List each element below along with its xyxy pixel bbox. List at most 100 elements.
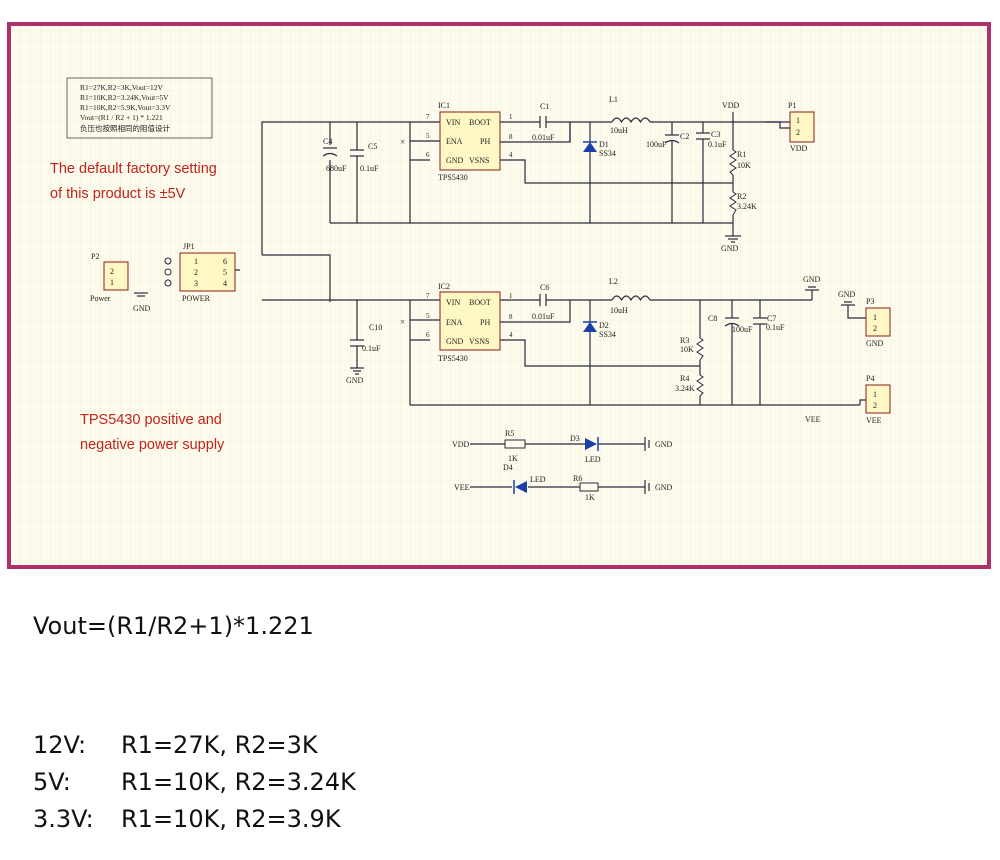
svg-text:10K: 10K [737,161,751,170]
svg-text:GND: GND [866,339,884,348]
svg-text:VDD: VDD [722,101,740,110]
diode-d2-symbol [583,322,597,332]
svg-text:6: 6 [223,257,227,266]
ic2-pin-number: 1 [509,292,513,300]
ic1-ref: IC1 [438,101,450,110]
svg-text:680uF: 680uF [326,164,347,173]
ic2-pin-vin: VIN [446,298,460,307]
ground-icon [134,235,855,494]
resistor-symbols [504,149,737,492]
svg-text:R4: R4 [680,374,689,383]
ic1-pin-vin: VIN [446,118,460,127]
note-line: 负压也按照相同的阻值设计 [80,123,170,133]
frame-border [7,22,991,569]
connector-p1: P1 1 2 VDD [788,101,815,153]
svg-text:5: 5 [223,268,227,277]
ic2-pin-ena: ENA [446,318,463,327]
svg-text:0.1uF: 0.1uF [708,140,727,149]
svg-text:GND: GND [346,376,364,385]
svg-text:2: 2 [873,401,877,410]
svg-text:P1: P1 [788,101,796,110]
svg-text:C4: C4 [323,137,332,146]
diode-d1-symbol [583,142,597,152]
svg-text:SS34: SS34 [599,330,616,339]
schematic-frame: R1=27K,R2=3K,Vout=12V R1=10K,R2=3.24K,Vo… [7,22,991,569]
svg-text:3.24K: 3.24K [737,202,757,211]
svg-text:R1: R1 [737,150,746,159]
svg-text:D1: D1 [599,140,609,149]
ic1-pin-boot: BOOT [469,118,491,127]
ic2-pin-gnd: GND [446,337,464,346]
svg-text:R3: R3 [680,336,689,345]
svg-text:R2: R2 [737,192,746,201]
ic1-pin-number: 1 [509,113,513,121]
ic2-ref: IC2 [438,282,450,291]
svg-text:0.01uF: 0.01uF [532,133,555,142]
svg-text:100uF: 100uF [646,140,667,149]
connector-p4: P4 1 2 VEE [865,374,891,425]
ic1-pin-vsns: VSNS [469,156,489,165]
led-d4-symbol [515,481,527,493]
svg-text:3.24K: 3.24K [675,384,695,393]
svg-text:Power: Power [90,294,111,303]
svg-text:R5: R5 [505,429,514,438]
ic1-pin-gnd: GND [446,156,464,165]
ic1-pin-number: 6 [426,151,430,159]
ic1-part: TPS5430 [438,173,468,182]
svg-text:VEE: VEE [866,416,882,425]
svg-text:D3: D3 [570,434,580,443]
svg-text:C8: C8 [708,314,717,323]
tps-supply-note: TPS5430 positive and [80,412,222,428]
ic2-part: TPS5430 [438,354,468,363]
inductor-l2-symbol [611,295,651,302]
no-connect-icon: × [400,137,405,147]
config-row-3v3: 3.3V:R1=10K, R2=3.9K [33,805,341,833]
config-values: R1=27K, R2=3K [121,731,318,759]
config-voltage: 5V: [33,768,71,796]
svg-text:LED: LED [530,475,546,484]
ic1-pin-number: 7 [426,113,430,121]
svg-text:1K: 1K [508,454,518,463]
svg-text:C7: C7 [767,314,776,323]
vout-formula: Vout=(R1/R2+1)*1.221 [33,612,314,640]
svg-text:GND: GND [133,304,151,313]
svg-text:0.1uF: 0.1uF [766,323,785,332]
config-values: R1=10K, R2=3.24K [121,768,356,796]
svg-text:P4: P4 [866,374,874,383]
svg-text:P2: P2 [91,252,99,261]
svg-text:3: 3 [194,279,198,288]
ic1-pin-ph: PH [480,137,490,146]
svg-text:JP1: JP1 [183,242,195,251]
svg-text:VDD: VDD [452,440,470,449]
svg-text:C6: C6 [540,283,549,292]
svg-text:4: 4 [223,279,227,288]
tps-supply-note: negative power supply [80,437,225,453]
note-line: R1=10K,R2=3.24K,Vout=5V [80,93,169,102]
svg-text:VEE: VEE [805,415,821,424]
note-box: R1=27K,R2=3K,Vout=12V R1=10K,R2=3.24K,Vo… [66,77,213,139]
connector-p3: P3 1 2 GND [865,297,891,348]
ic2-pin-number: 6 [426,331,430,339]
svg-text:VDD: VDD [790,144,808,153]
svg-text:GND: GND [721,244,739,253]
factory-setting-note: The default factory setting [50,161,217,177]
config-row-12v: 12V:R1=27K, R2=3K [33,731,318,759]
led-d3-symbol [585,438,597,450]
svg-text:C3: C3 [711,130,720,139]
svg-text:L2: L2 [609,277,618,286]
svg-text:L1: L1 [609,95,618,104]
svg-text:0.1uF: 0.1uF [360,164,379,173]
svg-text:P3: P3 [866,297,874,306]
svg-text:1: 1 [873,313,877,322]
ic1-pin-number: 4 [509,151,513,159]
svg-text:C10: C10 [369,323,382,332]
note-line: R1=10K,R2=5.9K,Vout=3.3V [80,103,171,112]
ic2-pin-number: 7 [426,292,430,300]
svg-text:POWER: POWER [182,294,211,303]
component-labels: C1 0.01uF C2 100uF C3 0.1uF C4 680uF C5 … [323,95,785,502]
svg-text:100uF: 100uF [732,325,753,334]
config-row-5v: 5V: R1=10K, R2=3.24K [33,768,356,796]
svg-text:SS34: SS34 [599,149,616,158]
svg-text:GND: GND [655,440,673,449]
factory-setting-note: of this product is ±5V [50,186,186,202]
